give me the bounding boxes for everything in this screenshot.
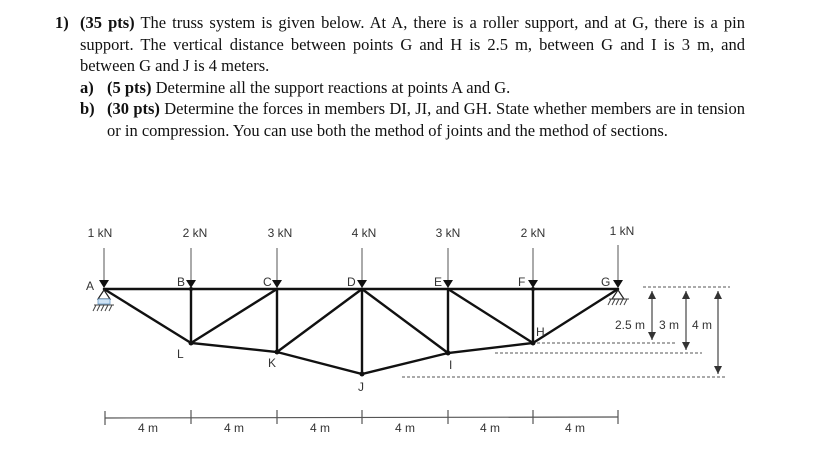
problem-statement: 1) (35 pts) The truss system is given be… (55, 12, 745, 141)
node-label-f: F (518, 275, 525, 289)
pin-support-icon (607, 288, 629, 306)
roller-support-icon (92, 288, 114, 312)
part-b: b) (30 pts) Determine the forces in memb… (80, 98, 745, 141)
part-b-text: Determine the forces in members DI, JI, … (107, 99, 745, 140)
part-a: a) (5 pts) Determine all the support rea… (80, 77, 745, 99)
part-a-label: a) (80, 77, 94, 97)
span-label: 4 m (480, 421, 500, 435)
span-labels: 4 m 4 m 4 m 4 m 4 m 4 m (138, 421, 585, 435)
node-label-e: E (434, 275, 442, 289)
load-label-a: 1 kN (88, 226, 113, 240)
node-label-d: D (347, 275, 356, 289)
part-a-points: (5 pts) (107, 77, 152, 97)
load-label-g: 1 kN (610, 224, 635, 238)
load-label-f: 2 kN (521, 226, 546, 240)
load-label-d: 4 kN (352, 226, 377, 240)
part-b-label: b) (80, 99, 95, 118)
reference-lines (402, 286, 730, 378)
load-label-c: 3 kN (268, 226, 293, 240)
load-label-b: 2 kN (183, 226, 208, 240)
dim-label-gi: 3 m (659, 318, 679, 332)
load-arrows (99, 245, 623, 288)
load-label-e: 3 kN (436, 226, 461, 240)
horizontal-dimension-line (104, 410, 619, 425)
span-label: 4 m (565, 421, 585, 435)
node-label-i: I (449, 358, 452, 372)
node-label-h: H (536, 325, 545, 339)
span-label: 4 m (224, 421, 244, 435)
node-label-k: K (268, 356, 276, 370)
node-label-a: A (86, 279, 94, 293)
vertical-dimension-arrows (648, 291, 722, 374)
load-labels: 1 kN 2 kN 3 kN 4 kN 3 kN 2 kN 1 kN (88, 224, 635, 240)
node-label-j: J (358, 380, 364, 394)
dim-label-gj: 4 m (692, 318, 712, 332)
part-b-points: (30 pts) (107, 99, 160, 118)
joints (188, 287, 536, 377)
node-label-l: L (177, 347, 184, 361)
node-label-c: C (263, 275, 272, 289)
problem-number: 1) (55, 13, 69, 32)
span-label: 4 m (395, 421, 415, 435)
dim-label-gh: 2.5 m (615, 318, 645, 332)
problem-points: (35 pts) (80, 13, 135, 32)
node-labels: A B C D E F G L K J I H (86, 275, 610, 394)
span-label: 4 m (138, 421, 158, 435)
problem-text: The truss system is given below. At A, t… (80, 13, 745, 75)
part-a-text: Determine all the support reactions at p… (155, 77, 511, 97)
node-label-g: G (601, 275, 610, 289)
span-label: 4 m (310, 421, 330, 435)
node-label-b: B (177, 275, 185, 289)
